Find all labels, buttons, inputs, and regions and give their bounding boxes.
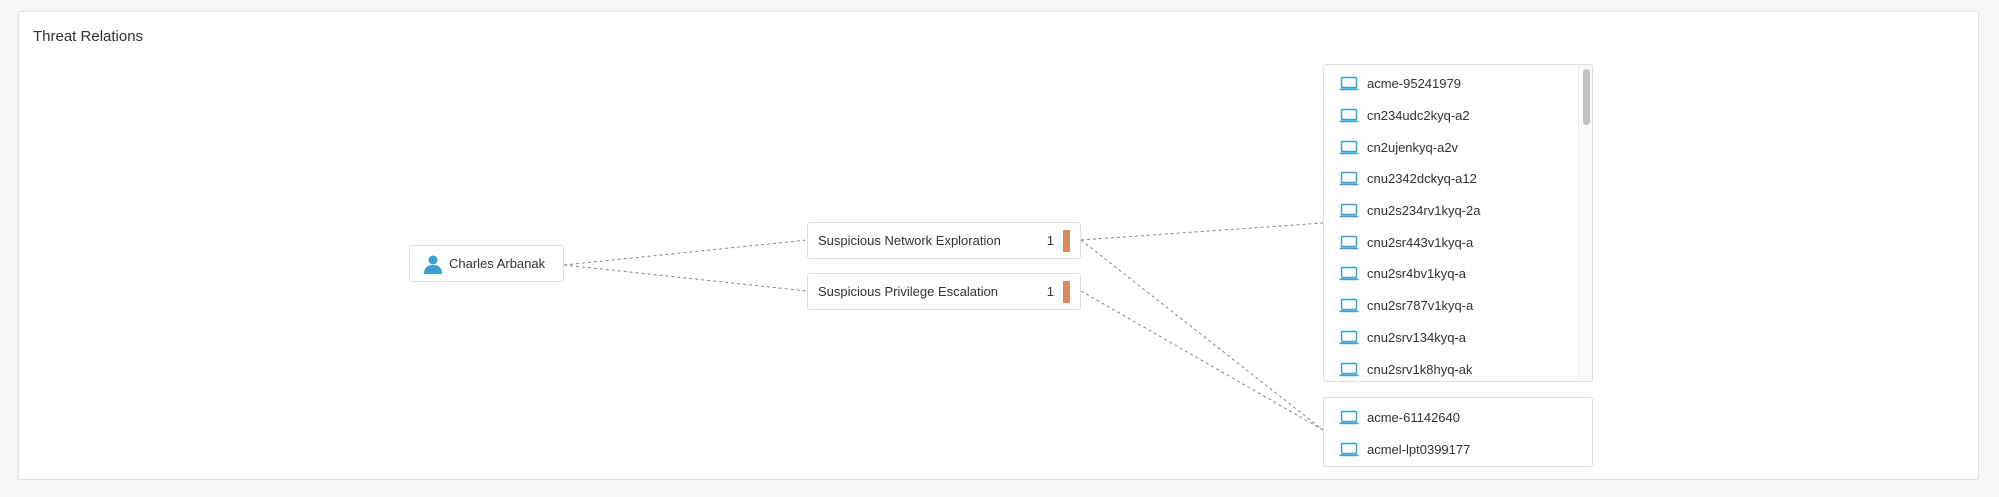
host-item[interactable]: acme-95241979 [1324, 68, 1592, 100]
host-list-scrollbar[interactable] [1578, 65, 1592, 381]
host-item[interactable]: cnu2sr4bv1kyq-a [1324, 258, 1592, 290]
host-name: cn234udc2kyq-a2 [1367, 108, 1470, 124]
host-list-bottom[interactable]: acme-61142640 acmel-lpt0399177 [1323, 397, 1593, 467]
threat-count: 1 [1046, 233, 1054, 248]
host-item[interactable]: cnu2sr443v1kyq-a [1324, 226, 1592, 258]
user-icon [423, 254, 443, 274]
host-name: cnu2sr787v1kyq-a [1367, 298, 1474, 314]
threat-label: Suspicious Privilege Escalation [818, 284, 998, 299]
scrollbar-thumb[interactable] [1583, 69, 1590, 125]
laptop-icon [1339, 76, 1359, 91]
link-user-threat2 [563, 264, 808, 292]
link-threat1-hosts-top [1080, 222, 1324, 241]
threat-node-privilege-escalation[interactable]: Suspicious Privilege Escalation 1 [807, 273, 1081, 310]
host-list-top[interactable]: acme-95241979 cn234udc2kyq-a2 cn2ujenkyq… [1323, 64, 1593, 382]
host-item[interactable]: acmel-lpt0399177 [1324, 433, 1592, 465]
user-name: Charles Arbanak [449, 256, 546, 271]
threat-count: 1 [1046, 284, 1054, 299]
host-name: acmel-lpt0399177 [1367, 441, 1471, 457]
host-name: cnu2s234rv1kyq-2a [1367, 203, 1481, 219]
laptop-icon [1339, 203, 1359, 218]
host-item[interactable]: cnu2srv1k8hyq-ak [1324, 353, 1592, 381]
host-name: cnu2sr443v1kyq-a [1367, 234, 1474, 250]
threat-label: Suspicious Network Exploration [818, 233, 1001, 248]
host-name: cnu2srv1k8hyq-ak [1367, 361, 1473, 377]
laptop-icon [1339, 235, 1359, 250]
link-threat1-hosts-bottom [1080, 239, 1324, 431]
host-name: cn2ujenkyq-a2v [1367, 139, 1459, 155]
threat-relations-panel: Threat Relations Charles Arbanak Suspici… [18, 11, 1979, 480]
laptop-icon [1339, 171, 1359, 186]
host-name: cnu2srv134kyq-a [1367, 329, 1466, 345]
host-name: cnu2342dckyq-a12 [1367, 171, 1477, 187]
host-name: cnu2sr4bv1kyq-a [1367, 266, 1466, 282]
host-item[interactable]: cnu2srv134kyq-a [1324, 322, 1592, 354]
host-item[interactable]: cnu2342dckyq-a12 [1324, 163, 1592, 195]
host-item[interactable]: cnu2s234rv1kyq-2a [1324, 195, 1592, 227]
laptop-icon [1339, 108, 1359, 123]
host-item[interactable]: cnu2sr787v1kyq-a [1324, 290, 1592, 322]
laptop-icon [1339, 410, 1359, 425]
host-name: acme-95241979 [1367, 76, 1461, 92]
host-item[interactable]: cn2ujenkyq-a2v [1324, 131, 1592, 163]
user-node[interactable]: Charles Arbanak [409, 245, 564, 282]
panel-title: Threat Relations [33, 28, 144, 45]
severity-bar [1063, 280, 1070, 303]
severity-bar [1063, 229, 1070, 252]
laptop-icon [1339, 140, 1359, 155]
link-user-threat1 [563, 239, 808, 266]
link-threat2-hosts-bottom [1080, 290, 1324, 431]
host-name: acme-61142640 [1367, 409, 1460, 425]
threat-node-network-exploration[interactable]: Suspicious Network Exploration 1 [807, 222, 1081, 259]
laptop-icon [1339, 362, 1359, 377]
laptop-icon [1339, 266, 1359, 281]
laptop-icon [1339, 330, 1359, 345]
host-item[interactable]: cn234udc2kyq-a2 [1324, 100, 1592, 132]
laptop-icon [1339, 298, 1359, 313]
laptop-icon [1339, 442, 1359, 457]
host-item[interactable]: acme-61142640 [1324, 401, 1592, 433]
